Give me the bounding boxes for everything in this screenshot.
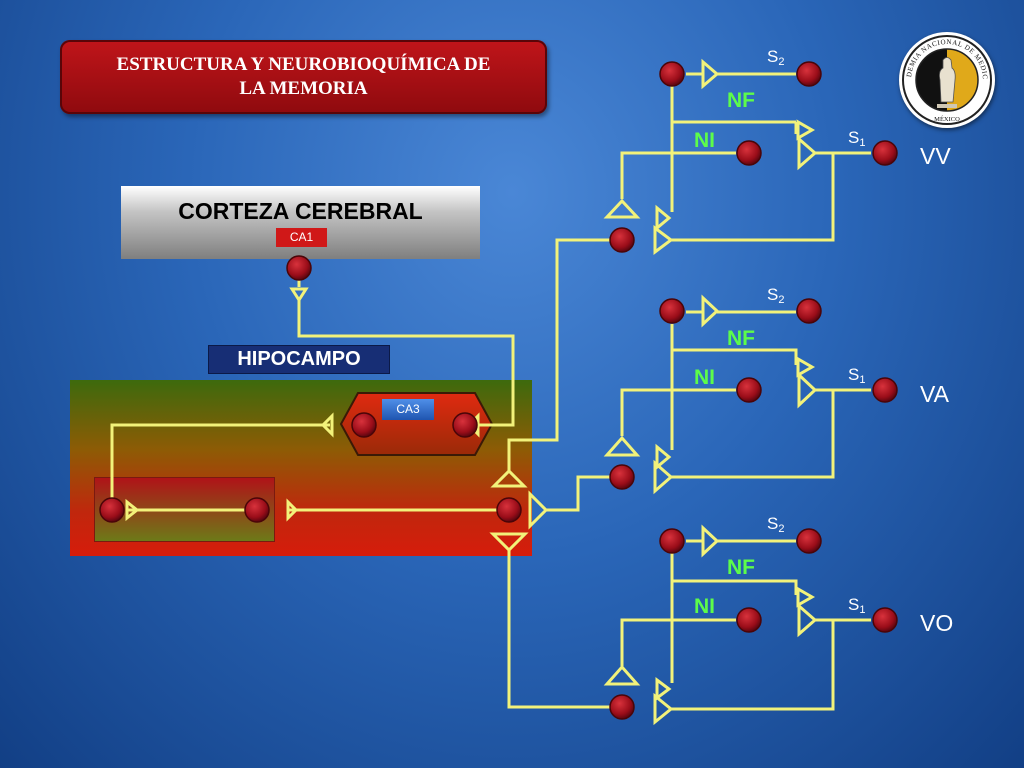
neuron-dentate-right bbox=[244, 497, 270, 523]
synapse-cortex bbox=[289, 287, 309, 303]
synapse-vv-feedback bbox=[653, 225, 674, 255]
synapse-va-ni bbox=[603, 435, 641, 457]
label-va-region: VA bbox=[920, 381, 949, 407]
neuron-ca1 bbox=[286, 255, 312, 281]
synapse-va-s2 bbox=[701, 294, 720, 328]
neuron-vv-s2-left bbox=[659, 61, 685, 87]
synapse-vo-feedback bbox=[653, 692, 674, 726]
label-vo-s1: S1 bbox=[848, 595, 866, 616]
neuron-vo-s2-left bbox=[659, 528, 685, 554]
neuron-vv-s1 bbox=[872, 140, 898, 166]
ca1-tag: CA1 bbox=[276, 228, 327, 247]
title-line-1: ESTRUCTURA Y NEUROBIOQUÍMICA DE bbox=[116, 54, 491, 75]
neuron-vv-s2-right bbox=[796, 61, 822, 87]
synapse-vv-nf bbox=[796, 119, 816, 141]
neuron-va-ni bbox=[736, 377, 762, 403]
seal-country: MÉXICO bbox=[934, 115, 960, 123]
label-va-ni: NI bbox=[694, 366, 715, 389]
synapse-vo-loop bbox=[655, 677, 672, 701]
synapse-ca3-output bbox=[320, 412, 334, 438]
synapse-vv-s2 bbox=[701, 58, 720, 90]
label-vv-s2: S2 bbox=[767, 47, 785, 68]
neuron-vo-input bbox=[609, 694, 635, 720]
neuron-vv-input bbox=[609, 227, 635, 253]
synapse-va-nf bbox=[796, 356, 816, 378]
synapse-vo-s2 bbox=[701, 524, 720, 558]
cortex-label: CORTEZA CEREBRAL bbox=[178, 198, 423, 224]
title-line-2: LA MEMORIA bbox=[239, 78, 368, 99]
title-banner: ESTRUCTURA Y NEUROBIOQUÍMICA DE LA MEMOR… bbox=[60, 40, 547, 114]
synapse-vo-s1 bbox=[797, 602, 818, 638]
neuron-ca3-left bbox=[351, 412, 377, 438]
synapse-vo-nf bbox=[796, 586, 816, 608]
neuron-va-s2-right bbox=[796, 298, 822, 324]
neuron-va-input bbox=[609, 464, 635, 490]
synapse-vv-loop bbox=[655, 204, 672, 232]
synapse-va-s1 bbox=[797, 371, 818, 409]
label-va-s2: S2 bbox=[767, 285, 785, 306]
synapse-va-loop bbox=[655, 443, 672, 471]
ca3-hexagon bbox=[339, 392, 494, 456]
label-vo-ni: NI bbox=[694, 595, 715, 618]
label-vv-nf: NF bbox=[727, 89, 755, 112]
label-vo-s2: S2 bbox=[767, 514, 785, 535]
synapse-hub-down bbox=[489, 532, 529, 553]
synapse-dentate bbox=[125, 498, 140, 522]
neuron-vo-s1 bbox=[872, 607, 898, 633]
label-vv-ni: NI bbox=[694, 129, 715, 152]
neuron-va-s1 bbox=[872, 377, 898, 403]
neuron-ca3-right bbox=[452, 412, 478, 438]
label-va-s1: S1 bbox=[848, 365, 866, 386]
synapse-hub-right bbox=[528, 490, 549, 530]
neuron-vv-ni bbox=[736, 140, 762, 166]
synapse-vo-ni bbox=[603, 664, 641, 686]
synapse-hub-up bbox=[490, 468, 528, 488]
neuron-vo-s2-right bbox=[796, 528, 822, 554]
synapse-vv-s1 bbox=[797, 135, 818, 171]
label-vo-nf: NF bbox=[727, 556, 755, 579]
hippocampus-label: HIPOCAMPO bbox=[209, 346, 389, 373]
neuron-va-s2-left bbox=[659, 298, 685, 324]
synapse-hub-in bbox=[286, 498, 299, 522]
academy-seal-logo: ACADEMIA NACIONAL DE MEDICINA MÉXICO bbox=[899, 32, 995, 128]
label-vv-s1: S1 bbox=[848, 128, 866, 149]
synapse-vv-ni bbox=[603, 198, 641, 219]
neuron-vo-ni bbox=[736, 607, 762, 633]
label-vv-region: VV bbox=[920, 143, 951, 169]
label-vo-region: VO bbox=[920, 610, 954, 636]
synapse-va-feedback bbox=[653, 459, 674, 495]
ca3-tag: CA3 bbox=[382, 399, 434, 420]
neuron-hub bbox=[496, 497, 522, 523]
label-va-nf: NF bbox=[727, 327, 755, 350]
neuron-dentate-left bbox=[99, 497, 125, 523]
